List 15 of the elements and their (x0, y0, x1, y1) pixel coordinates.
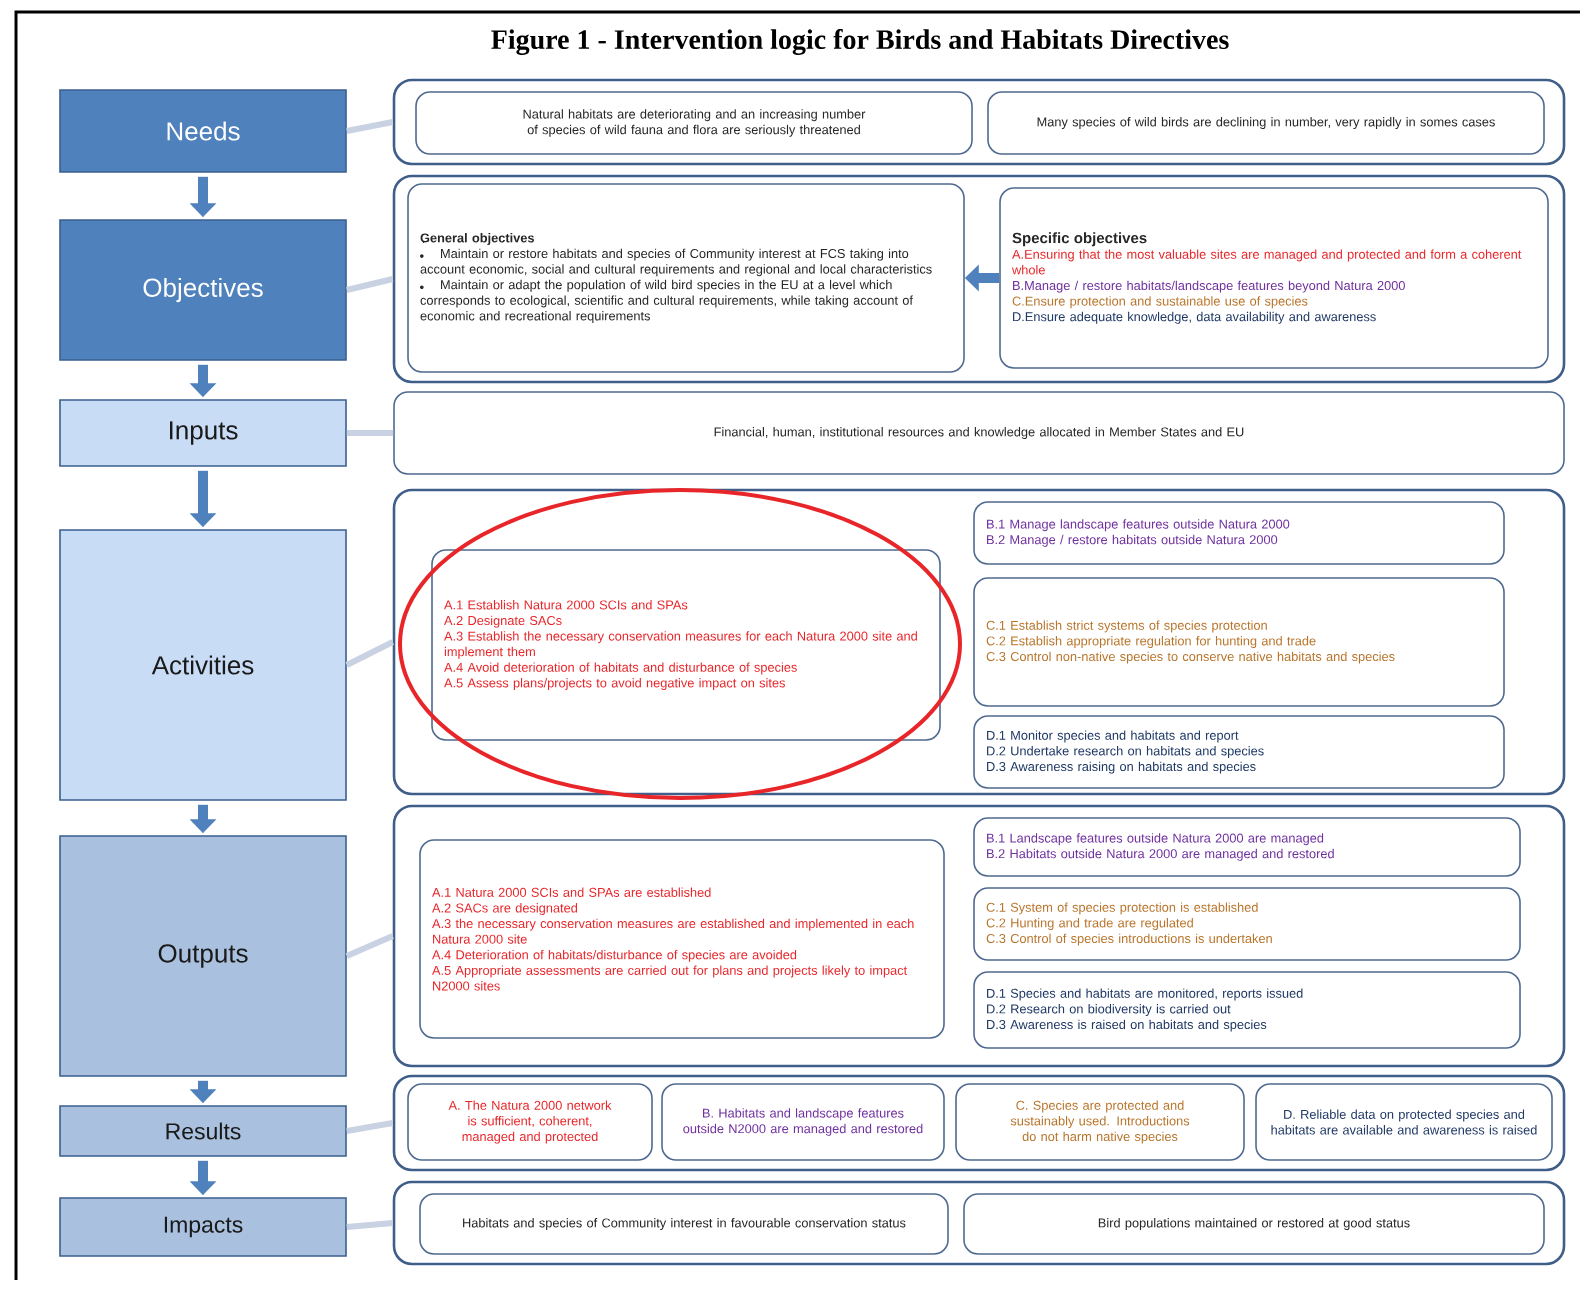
stage-box: Activities (59, 529, 347, 801)
connector-line (346, 430, 394, 436)
figure-title: Figure 1 - Intervention logic for Birds and Habitats Directives (491, 29, 1229, 55)
connector-line (345, 933, 394, 959)
stage-box: Results (59, 1105, 347, 1157)
connector-line (346, 119, 394, 134)
stage-box: Needs (59, 89, 347, 173)
stage-box: Inputs (59, 399, 347, 467)
stage-box: Objectives (59, 219, 347, 361)
connector-line (346, 276, 394, 293)
stage-box: Impacts (59, 1197, 347, 1257)
connector-line (346, 1220, 393, 1230)
stage-box: Outputs (59, 835, 347, 1077)
connector-line (345, 639, 395, 668)
connector-line (346, 1120, 394, 1134)
